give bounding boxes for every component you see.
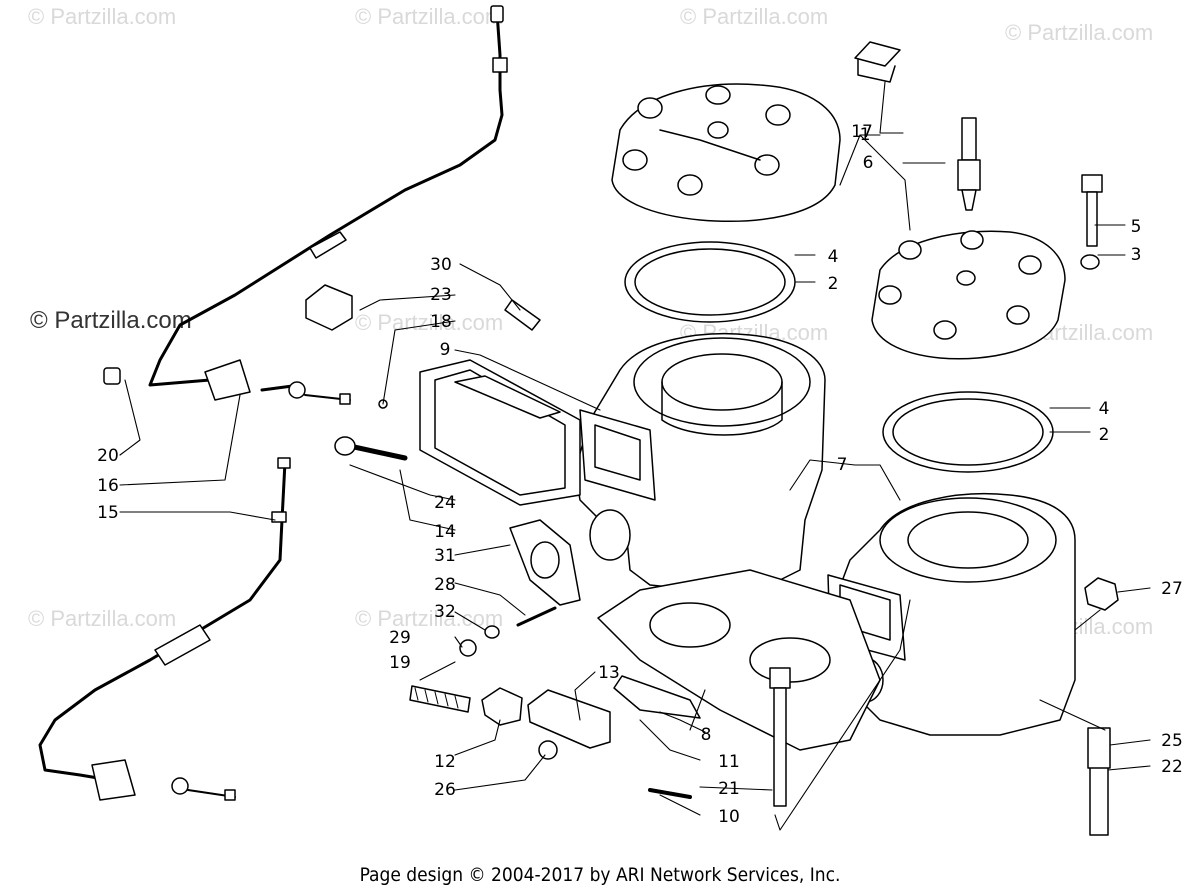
callout-25: 25 [1161,731,1183,751]
callout-4b: 4 [1099,399,1110,419]
callout-19: 19 [389,653,411,673]
watermark: © Partzilla.com [1005,20,1154,45]
callout-7: 7 [837,455,848,475]
callout-14: 14 [434,522,456,542]
callout-22: 22 [1161,757,1183,777]
watermark: © Partzilla.com [355,4,504,29]
callout-13: 13 [598,663,620,683]
callout-10: 10 [718,807,740,827]
exhaust-valve-parts [409,606,701,799]
callout-1: 1 [860,125,871,145]
small-fasteners [103,284,541,461]
leader-lines [119,81,1151,831]
callout-8: 8 [701,725,712,745]
callout-23: 23 [430,285,452,305]
cylinder-right [827,493,1076,736]
callout-9: 9 [440,340,451,360]
throttle-cable-lower [38,457,291,801]
base-gasket [597,569,881,751]
watermark: © Partzilla.com [28,4,177,29]
cylinder-head-right [871,230,1066,360]
cylinder-left [574,333,826,591]
callout-28: 28 [434,575,456,595]
intake-parts [378,359,581,606]
callout-15: 15 [97,503,119,523]
watermark: © Partzilla.com [355,606,504,631]
callout-4: 4 [828,247,839,267]
callout-30: 30 [430,255,452,275]
callout-2b: 2 [1099,425,1110,445]
callout-16: 16 [97,476,119,496]
callout-29: 29 [389,628,411,648]
callout-17-label: 17 [851,122,873,142]
callout-31: 31 [434,546,456,566]
head-hardware [854,41,1103,270]
watermark: © Partzilla.com [28,606,177,631]
throttle-cable-upper [148,5,508,405]
watermark: © Partzilla.com [680,4,829,29]
callout-3: 3 [1131,245,1142,265]
callout-12: 12 [434,752,456,772]
callout-27: 27 [1161,579,1183,599]
callout-5: 5 [1131,217,1142,237]
watermark-main: © Partzilla.com [30,307,192,334]
page-footer: Page design © 2004-2017 by ARI Network S… [359,864,841,886]
callout-24: 24 [434,493,456,513]
studs-and-nuts [769,577,1119,836]
callout-2: 2 [828,274,839,294]
callout-32: 32 [434,602,456,622]
callout-11: 11 [718,752,740,772]
callout-21: 21 [718,779,740,799]
watermark: © Partzilla.com [355,310,504,335]
cylinder-head-left [611,83,841,222]
callout-labels: 1 2 2 3 4 4 5 6 7 8 9 10 11 12 13 14 15 … [97,125,1183,827]
callout-26: 26 [434,780,456,800]
callout-6: 6 [863,153,874,173]
callout-18: 18 [430,312,452,332]
callout-20: 20 [97,446,119,466]
